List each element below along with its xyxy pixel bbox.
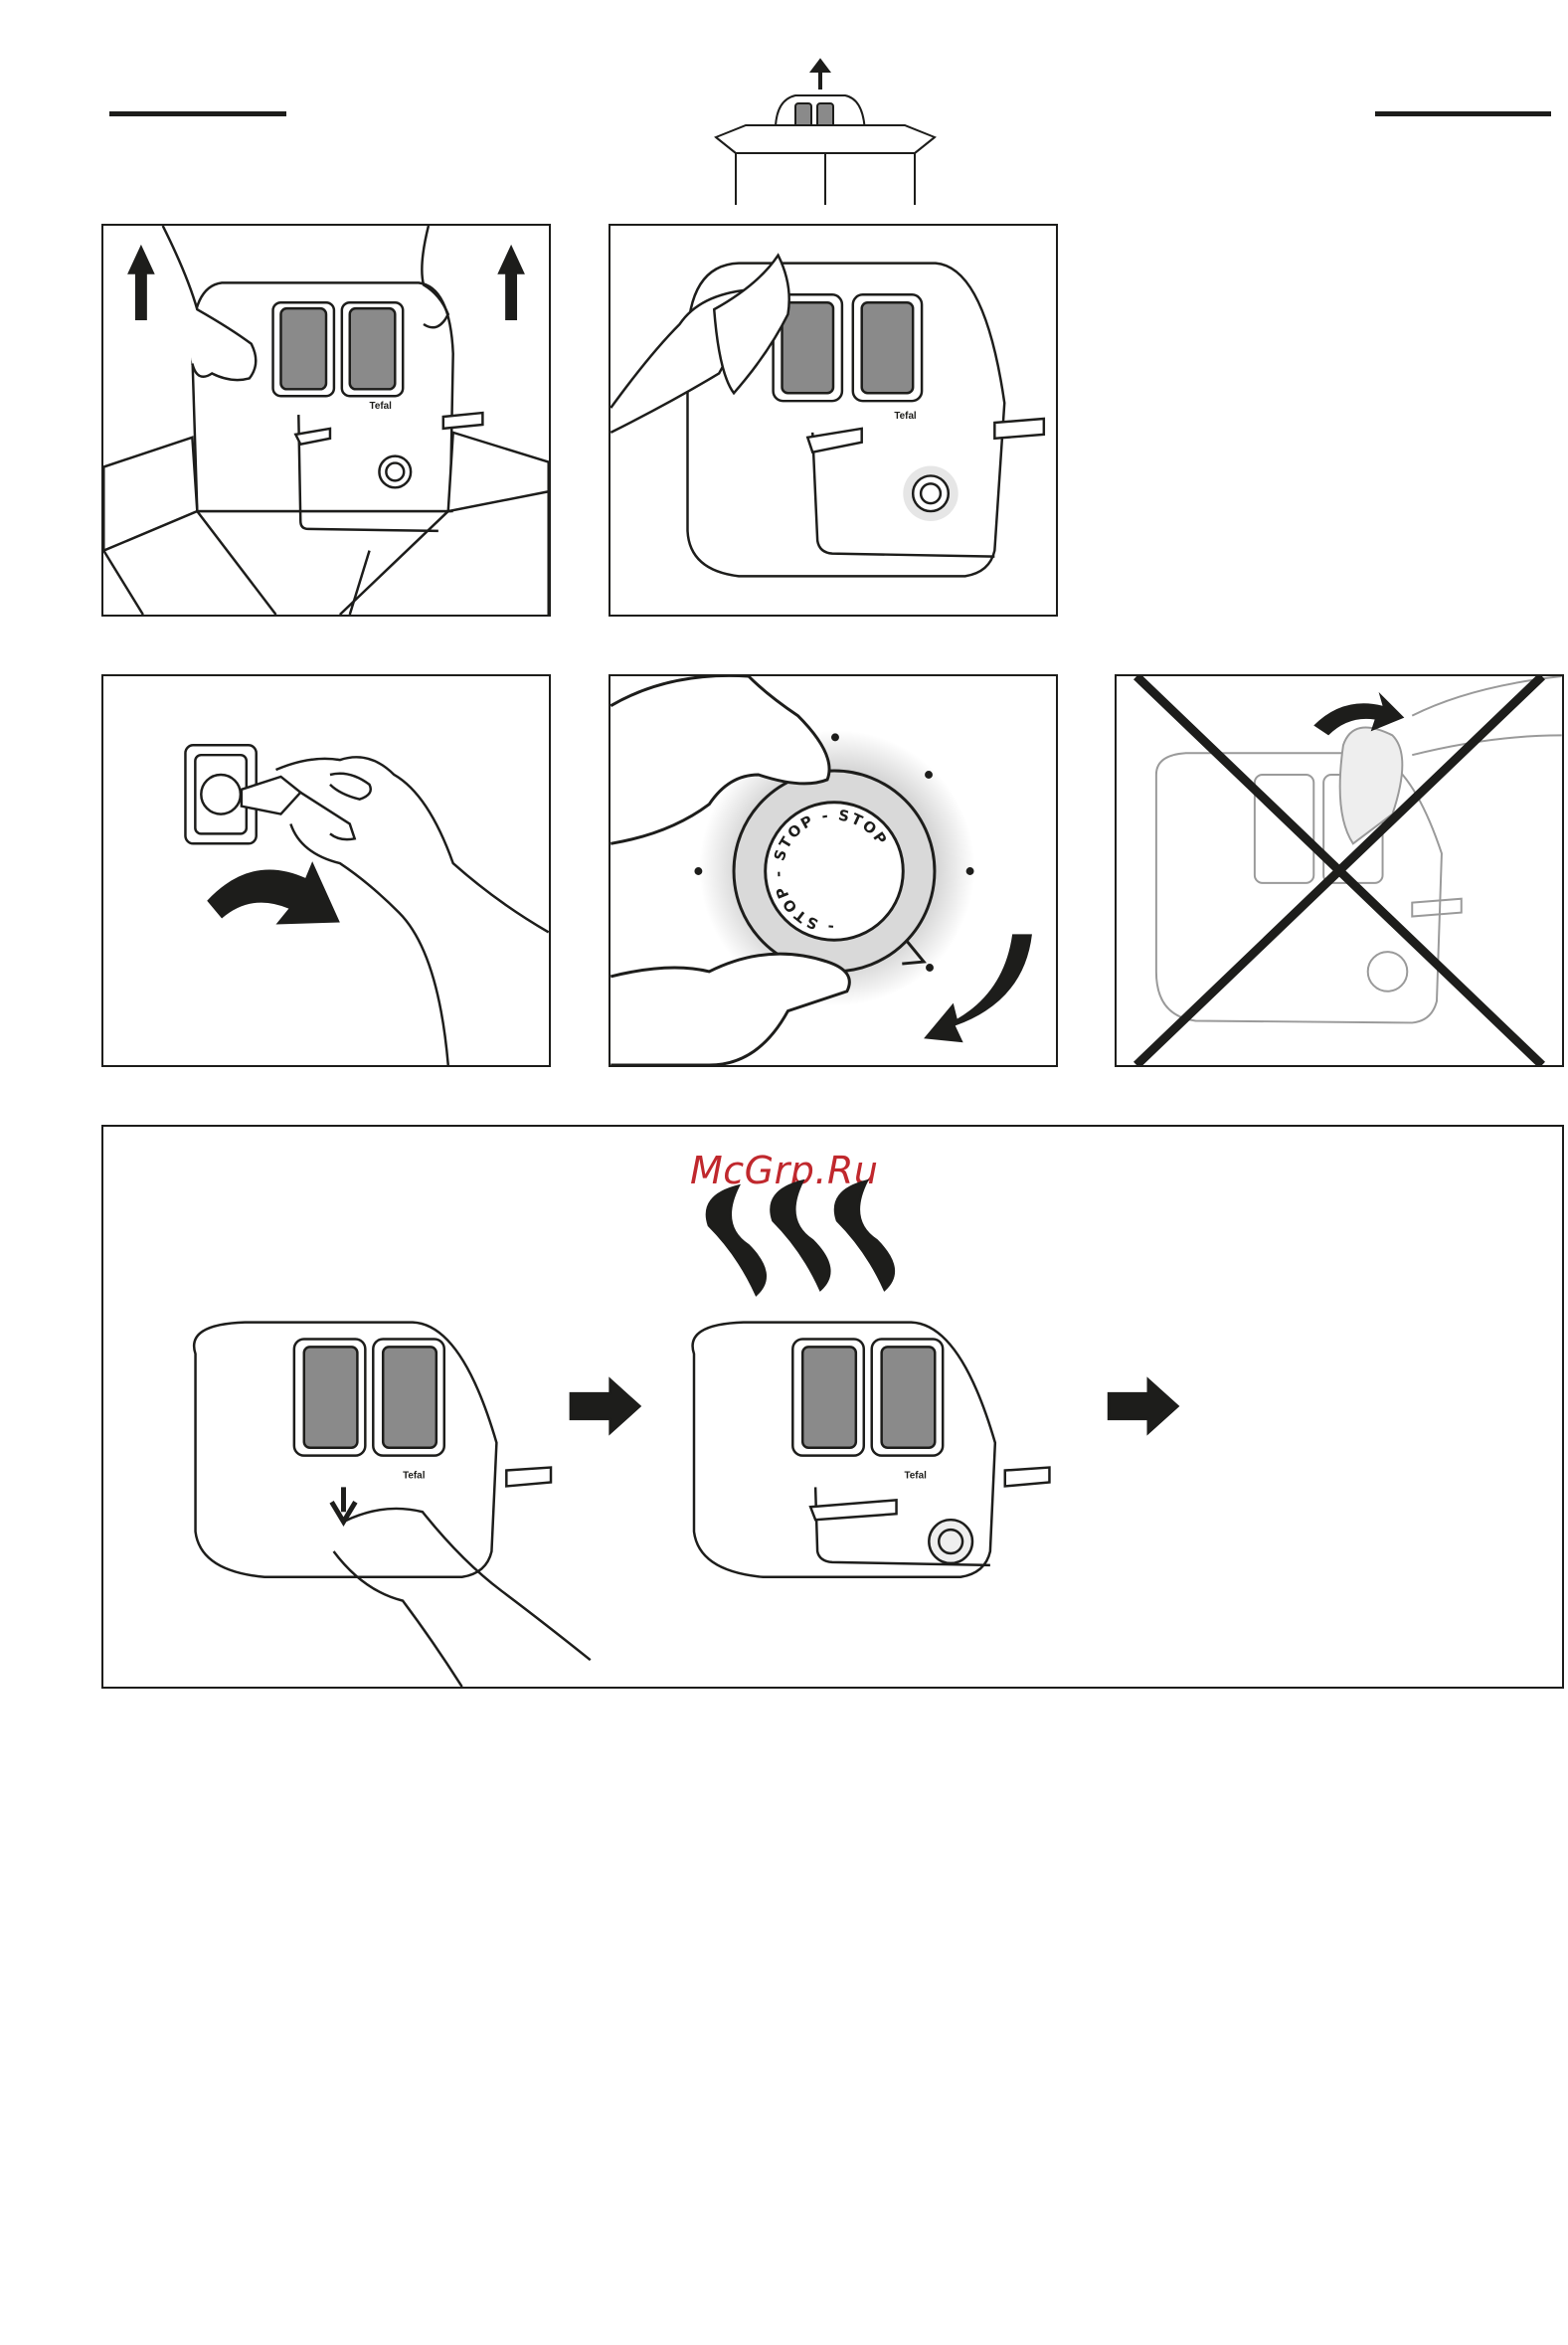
panel-wipe: Tefal xyxy=(609,224,1058,617)
right-arrow-icon xyxy=(1109,1379,1178,1433)
panel-dial: - STOP - STOP - STOP xyxy=(609,674,1058,1067)
panel-no-bread-in-slot xyxy=(1115,674,1564,1067)
brand-label: Tefal xyxy=(403,1470,426,1481)
brand-label: Tefal xyxy=(370,401,393,412)
panel-toast-cycle: McGrp.Ru xyxy=(101,1125,1564,1689)
curved-arrow-icon xyxy=(207,861,340,924)
unboxing-toaster-icon xyxy=(706,56,945,211)
brand-label: Tefal xyxy=(904,1470,927,1481)
right-arrow-icon xyxy=(571,1379,640,1433)
header-rule-left xyxy=(109,111,286,116)
panel-plug xyxy=(101,674,551,1067)
panel-unpack: Tefal xyxy=(101,224,551,617)
header-rule-right xyxy=(1375,111,1551,116)
steam-icon xyxy=(707,1186,766,1295)
brand-label: Tefal xyxy=(894,411,917,422)
